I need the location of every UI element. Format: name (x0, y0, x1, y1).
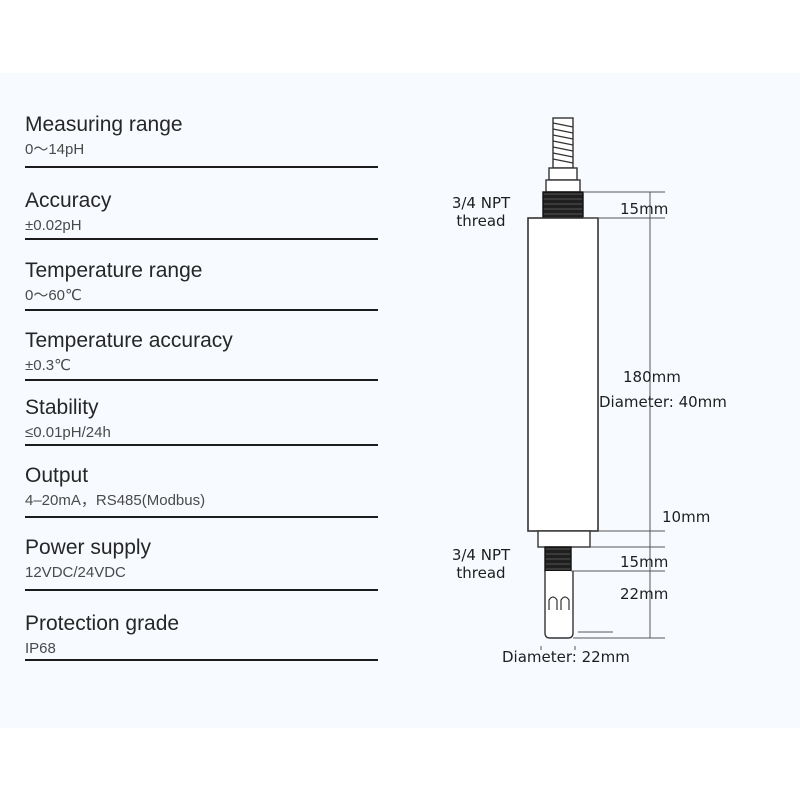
spec-label: Protection grade (25, 612, 180, 635)
dim-tip-label: 22mm (620, 585, 669, 603)
electrode-guard (544, 571, 574, 639)
spec-output: Output 4–20mA，RS485(Modbus) (25, 463, 378, 518)
spec-measuring-range: Measuring range 0～14pH (25, 112, 378, 168)
background-panel (0, 73, 800, 728)
spec-value: 0～14pH (25, 141, 85, 158)
spec-value: ±0.3℃ (25, 357, 71, 374)
spec-accuracy: Accuracy ±0.02pH (25, 188, 378, 240)
dim-tip-diameter-label: Diameter: 22mm (502, 648, 630, 666)
spec-stability: Stability ≤0.01pH/24h (25, 395, 378, 446)
spec-power-supply: Power supply 12VDC/24VDC (25, 535, 378, 591)
dimension-lines (540, 191, 665, 650)
spec-protection-grade: Protection grade IP68 (25, 611, 378, 661)
top-thread-label-line2: thread (456, 212, 506, 230)
spec-label: Stability (25, 396, 99, 419)
spec-value: ±0.02pH (25, 217, 82, 234)
bottom-thread-label: 3/4 NPT thread (440, 546, 522, 582)
sensor-body (527, 217, 599, 532)
dim-body-diameter-label: Diameter: 40mm (599, 393, 727, 411)
dim-body-length-label: 180mm (623, 368, 681, 386)
spec-label: Temperature range (25, 259, 203, 282)
spec-value: 4–20mA，RS485(Modbus) (25, 492, 206, 509)
bottom-thread (544, 546, 572, 572)
bottom-thread-label-line2: thread (456, 564, 506, 582)
spec-label: Temperature accuracy (25, 329, 233, 352)
spec-label: Power supply (25, 536, 152, 559)
dim-bottom-thread-label: 15mm (620, 553, 669, 571)
dim-top-thread-label: 15mm (620, 200, 669, 218)
spec-temperature-range: Temperature range 0～60℃ (25, 258, 378, 311)
top-thread-label: 3/4 NPT thread (440, 194, 522, 230)
spec-value: IP68 (25, 640, 56, 657)
top-thread (542, 191, 584, 219)
spec-value: 0～60℃ (25, 287, 82, 304)
bottom-collar (537, 530, 591, 548)
spec-value: ≤0.01pH/24h (25, 424, 111, 441)
spec-label: Accuracy (25, 189, 112, 212)
top-thread-label-line1: 3/4 NPT (451, 194, 511, 212)
dim-collar-label: 10mm (662, 508, 711, 526)
spec-label: Output (25, 464, 89, 487)
spec-label: Measuring range (25, 113, 183, 136)
bottom-thread-label-line1: 3/4 NPT (451, 546, 511, 564)
spec-value: 12VDC/24VDC (25, 564, 126, 581)
spec-temperature-accuracy: Temperature accuracy ±0.3℃ (25, 328, 378, 381)
cable-connector (545, 117, 581, 193)
